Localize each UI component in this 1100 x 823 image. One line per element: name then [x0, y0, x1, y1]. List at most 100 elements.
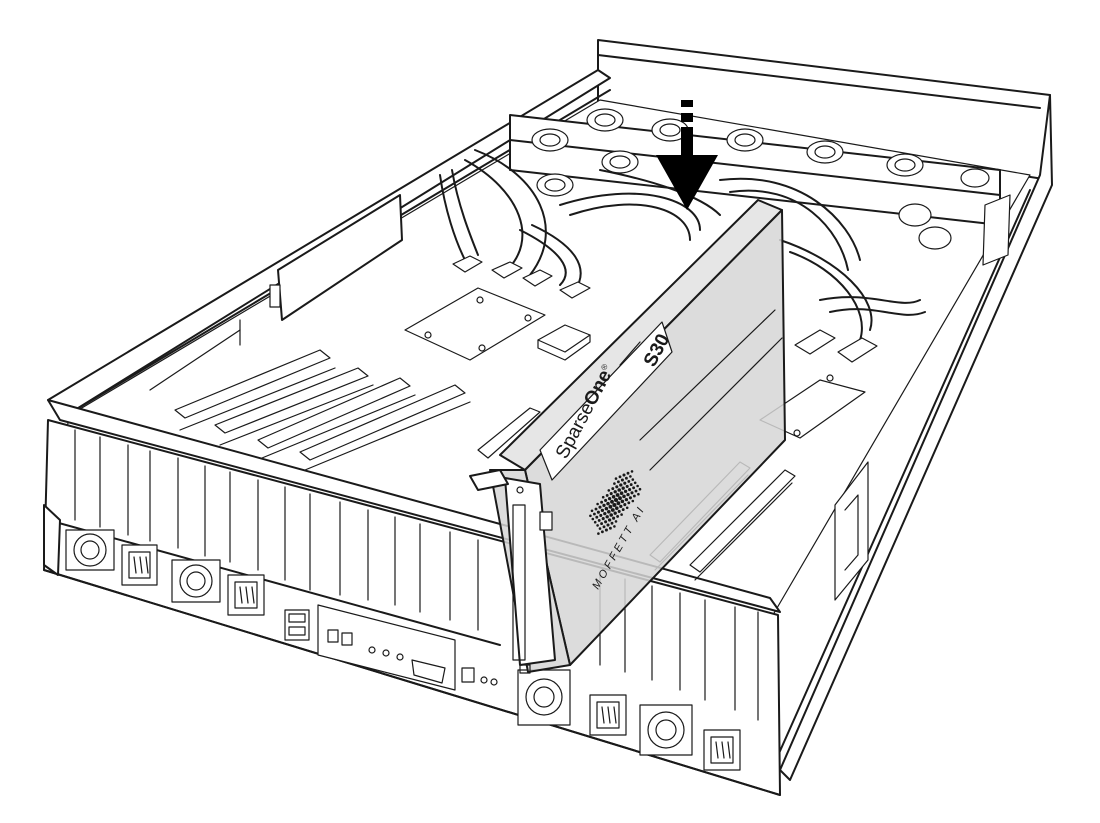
mesh-dot [604, 498, 608, 502]
mesh-dot [607, 518, 612, 522]
mesh-dot [613, 525, 616, 528]
mesh-dot [622, 494, 626, 499]
mesh-dot [616, 480, 620, 484]
mesh-logo-icon [589, 470, 642, 535]
mesh-dot [591, 517, 595, 521]
mesh-dot [610, 521, 614, 525]
mesh-dot [621, 486, 625, 490]
mesh-dot [610, 499, 614, 504]
fan-icon [65, 529, 115, 571]
mesh-dot [626, 492, 630, 497]
mesh-dot [613, 490, 617, 494]
mesh-dot [624, 476, 628, 480]
mesh-dot [595, 515, 599, 519]
mesh-dot [629, 475, 632, 478]
mesh-dot [628, 488, 632, 492]
mesh-dot [613, 482, 616, 485]
mesh-dot [596, 510, 600, 514]
mesh-dot [604, 528, 608, 532]
mesh-dot [604, 520, 608, 524]
mesh-dot [616, 501, 621, 506]
mesh-dot [611, 495, 616, 499]
mesh-dot [630, 491, 634, 495]
mesh-dot [625, 506, 629, 510]
bracket-tab [469, 469, 509, 491]
mesh-dot [592, 512, 596, 516]
cable-connectors [452, 255, 878, 363]
card-brand-mark: ® [599, 362, 610, 372]
chassis-handles [834, 194, 1011, 601]
front-panel-ribs [74, 429, 759, 721]
usb-port-icon [284, 609, 310, 641]
accelerator-card: SparseOne® S30 MOFFETT AI [469, 199, 786, 674]
power-socket-icon [121, 544, 158, 586]
mesh-dot [634, 489, 638, 493]
mesh-dot [622, 473, 626, 477]
mesh-dot [628, 496, 632, 500]
cables [439, 149, 926, 341]
mesh-dot [629, 483, 633, 487]
power-socket-icon [589, 694, 627, 736]
mesh-dot [600, 530, 604, 534]
mesh-dot [637, 492, 640, 496]
power-socket-icon [703, 729, 741, 771]
mesh-dot [599, 513, 603, 517]
mesh-dot [619, 483, 623, 487]
mesh-dot [623, 503, 627, 507]
mesh-dot [625, 484, 629, 488]
down-arrow-icon [656, 100, 718, 210]
mesh-dot [605, 493, 609, 497]
fan-wall [509, 108, 1001, 250]
mesh-dot [619, 504, 623, 509]
mesh-dot [605, 515, 609, 519]
mesh-dot [600, 508, 605, 513]
mesh-dot [627, 479, 631, 483]
pcie-slots-left [174, 349, 541, 471]
mesh-dot [614, 477, 618, 480]
chassis-left-cap [43, 504, 61, 576]
mesh-dot [597, 532, 600, 535]
mesh-dot [598, 505, 602, 509]
power-socket-icon [227, 574, 265, 616]
mesh-dot [636, 484, 639, 488]
card-label-band [539, 321, 673, 481]
mesh-dot [616, 514, 620, 518]
mesh-dot [593, 520, 597, 524]
mesh-dot [630, 470, 634, 473]
mesh-dot [623, 489, 628, 494]
fan-icon [171, 559, 221, 603]
mesh-dot [590, 509, 594, 513]
mesh-dot [608, 526, 612, 530]
mesh-dot [607, 489, 611, 492]
mesh-dot [614, 520, 618, 523]
mesh-dot [606, 501, 610, 506]
right-board [759, 379, 866, 439]
mesh-dot [615, 506, 619, 510]
mesh-dot [608, 504, 613, 509]
mesh-dot [631, 478, 635, 481]
mesh-dot [632, 486, 636, 490]
mesh-dot [610, 508, 615, 512]
mesh-dot [602, 525, 606, 529]
mesh-dot [600, 500, 604, 504]
mesh-dot [604, 506, 609, 511]
mesh-dot [626, 471, 630, 475]
mesh-dot [613, 511, 617, 515]
mesh-dot [621, 508, 625, 512]
mesh-dot [617, 488, 621, 492]
mesh-dot [615, 485, 619, 489]
mesh-dot [618, 496, 622, 501]
fan-icon [517, 669, 571, 726]
mesh-dot [589, 514, 592, 518]
mesh-dot [609, 492, 613, 496]
mesh-dot [598, 527, 602, 530]
mesh-dot [603, 511, 607, 516]
mesh-dot [600, 522, 604, 526]
mesh-dot [607, 510, 611, 514]
mesh-dot [596, 502, 599, 506]
vga-port-icon [411, 659, 446, 684]
mesh-dot [619, 491, 624, 495]
motherboard-components [149, 194, 866, 439]
mesh-dot [601, 517, 605, 521]
